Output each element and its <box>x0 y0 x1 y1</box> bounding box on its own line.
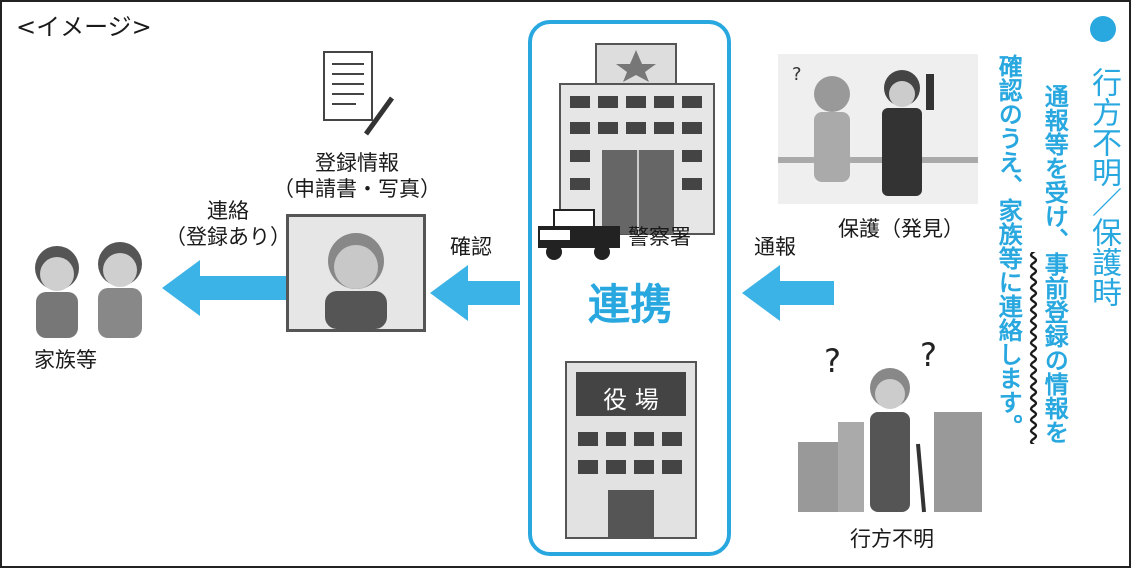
confirm-label: 確認 <box>450 235 492 259</box>
arrow-to-registration <box>430 265 520 321</box>
contact-label: 連絡 （登録あり） <box>162 198 294 251</box>
svg-text:?: ? <box>920 336 937 374</box>
city-hall-illustration <box>565 361 697 539</box>
family-label: 家族等 <box>34 348 97 372</box>
document-icon <box>323 51 395 136</box>
cooperation-box <box>528 20 731 556</box>
elderly-photo <box>325 233 387 329</box>
photo-frame <box>286 214 426 332</box>
bullet-dot <box>1090 16 1116 42</box>
svg-text:?: ? <box>792 64 802 85</box>
contact-label-line1: 連絡 <box>207 199 249 223</box>
registration-label-line2: （申請書・写真） <box>273 177 441 202</box>
city-hall-sign: 役 場 <box>603 386 659 414</box>
cooperation-label: 連携 <box>587 280 672 329</box>
side-text-line2-text: 確認のうえ、家族等に連絡します。 <box>994 54 1023 438</box>
arrow-to-police <box>742 265 834 321</box>
family-illustration <box>35 242 142 338</box>
svg-text:?: ? <box>824 342 841 380</box>
side-title: 行方不明／保護時 <box>1086 67 1121 307</box>
police-label: 警察署 <box>628 225 691 249</box>
missing-label: 行方不明 <box>850 527 934 551</box>
side-text-line2: 確認のうえ、家族等に連絡します。 <box>992 54 1023 544</box>
contact-label-line2: （登録あり） <box>165 225 291 250</box>
side-text-line1: 通報等を受け、事前登録の情報を <box>1038 84 1069 554</box>
police-car-icon <box>538 209 620 260</box>
arrow-to-family <box>162 260 286 316</box>
missing-person-illustration: ? ? <box>798 336 982 513</box>
side-title-column: 行方不明／保護時 <box>1086 16 1121 546</box>
image-label: <イメージ> <box>16 13 152 41</box>
registration-label: 登録情報 （申請書・写真） <box>272 150 442 203</box>
side-text-line1a: 通報等を受け、 <box>1040 84 1069 252</box>
side-text-line1b: 事前登録の情報を <box>1040 252 1069 444</box>
protection-illustration: ? <box>778 54 978 204</box>
protect-label: 保護（発見） <box>838 217 964 241</box>
police-station-illustration <box>559 43 715 235</box>
registration-label-line1: 登録情報 <box>315 151 399 175</box>
report-label: 通報 <box>754 235 796 259</box>
